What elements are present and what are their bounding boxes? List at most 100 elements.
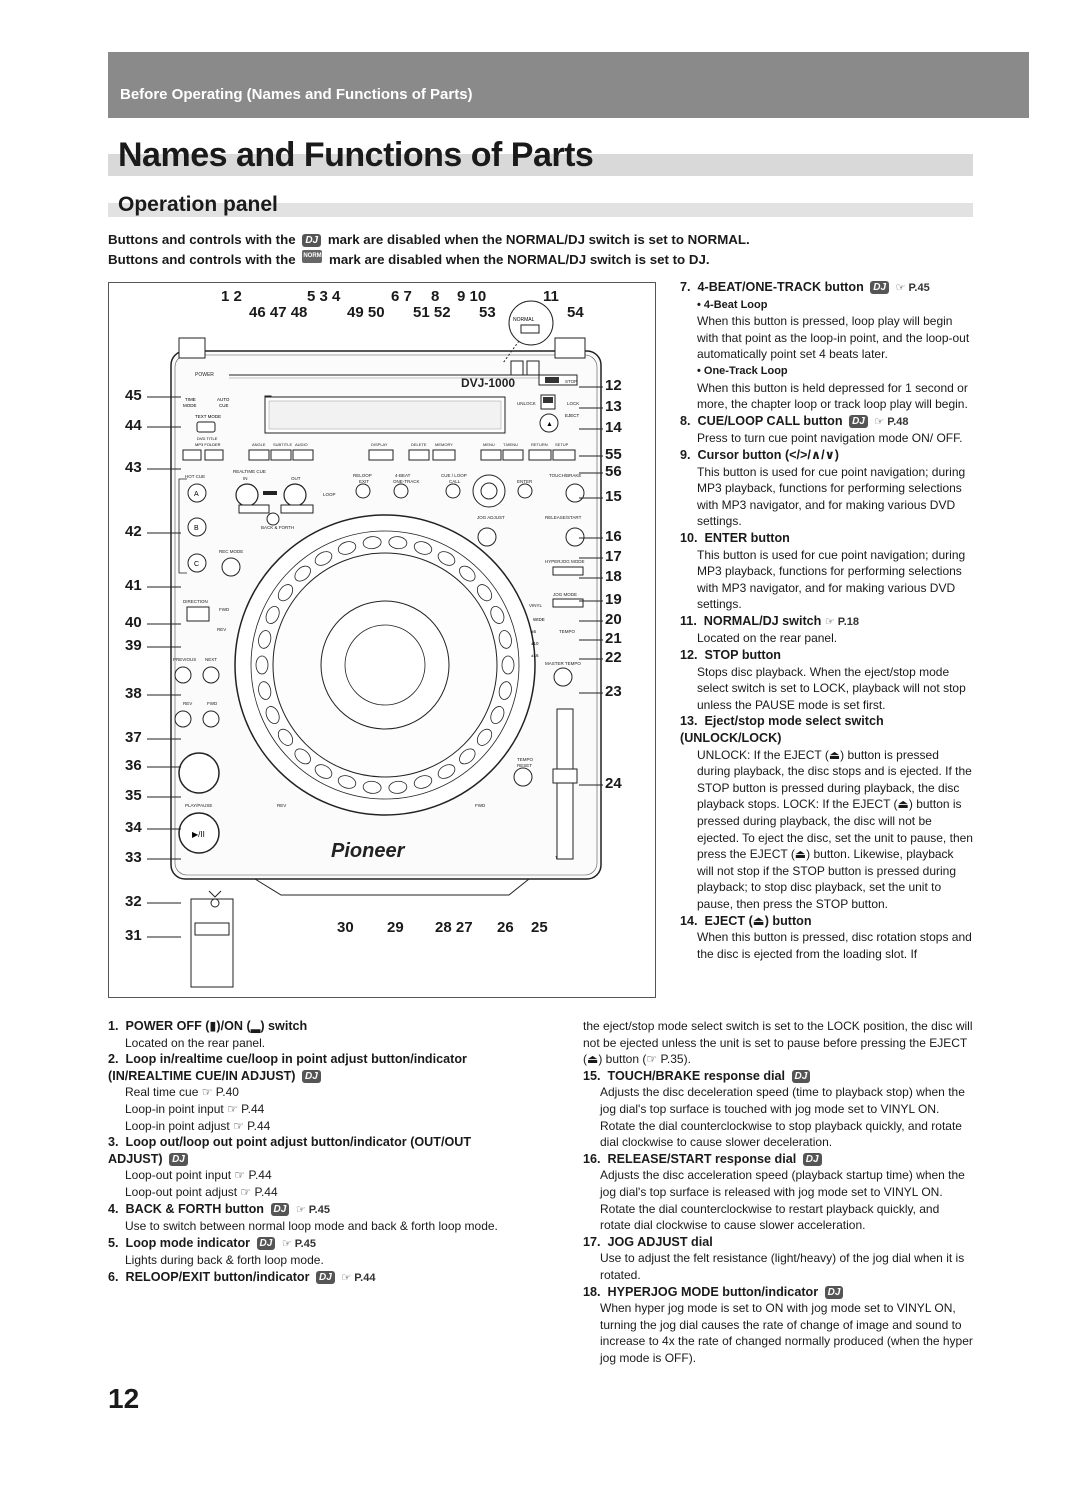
callout-bottom-1: 30 <box>337 919 354 936</box>
item-title: 14. EJECT (⏏) button <box>680 913 812 928</box>
callout-left: 45 <box>125 387 142 404</box>
item-text: Loop-in point input ☞ P.44 <box>125 1101 265 1116</box>
dj-mark-icon: DJ <box>256 1236 276 1250</box>
subtitle-underline-bar <box>108 203 973 217</box>
item-title: 2. Loop in/realtime cue/loop in point ad… <box>108 1052 467 1083</box>
svg-text:REALTIME CUE: REALTIME CUE <box>233 469 266 474</box>
description-item: 2. Loop in/realtime cue/loop in point ad… <box>108 1051 528 1134</box>
item-text: Located on the rear panel. <box>697 631 838 646</box>
svg-text:NORMAL: NORMAL <box>513 317 535 323</box>
svg-text:HOT CUE: HOT CUE <box>185 474 205 479</box>
jog-ring-dot <box>362 536 382 550</box>
item-title: 8. CUE/LOOP CALL button DJ ☞ P.48 <box>680 413 909 428</box>
svg-text:ANGLE: ANGLE <box>252 442 266 447</box>
continued-text: the eject/stop mode select switch is set… <box>583 1019 973 1067</box>
svg-text:ENTER: ENTER <box>517 479 533 484</box>
svg-text:EXIT: EXIT <box>359 479 369 484</box>
description-item: 7. 4-BEAT/ONE-TRACK button DJ ☞ P.45 • 4-… <box>680 279 973 413</box>
callout-bottom-2: 29 <box>387 919 404 936</box>
svg-text:MEMORY: MEMORY <box>435 442 453 447</box>
item-title: 5. Loop mode indicator DJ ☞ P.45 <box>108 1235 316 1250</box>
svg-text:SUBTITLE: SUBTITLE <box>273 442 292 447</box>
jog-ring-dot <box>337 541 357 555</box>
svg-text:TEMPO: TEMPO <box>559 629 576 634</box>
svg-text:RELOOP: RELOOP <box>353 473 372 478</box>
callout-right: 16 <box>605 528 622 545</box>
page-title-block: Names and Functions of Parts <box>108 136 973 178</box>
svg-text:SETUP: SETUP <box>555 442 569 447</box>
svg-text:T.MENU: T.MENU <box>503 442 518 447</box>
jog-ring-dot <box>413 541 433 555</box>
svg-text:RELEASE/START: RELEASE/START <box>545 515 582 520</box>
callout-right: 19 <box>605 591 622 608</box>
callout-right: 55 <box>605 446 622 463</box>
item-title: 7. 4-BEAT/ONE-TRACK button DJ ☞ P.45 <box>680 280 930 294</box>
item-text: UNLOCK: If the EJECT (⏏) button is press… <box>697 747 973 911</box>
intro-text: Buttons and controls with the <box>108 252 296 267</box>
callout-left: 42 <box>125 523 142 540</box>
jog-ring-dot <box>498 630 512 649</box>
page-title: Names and Functions of Parts <box>118 136 594 174</box>
intro-line-2: Buttons and controls with the NORMAL mar… <box>108 250 710 267</box>
svg-text:±10: ±10 <box>531 641 539 646</box>
item-title: 6. RELOOP/EXIT button/indicator DJ ☞ P.4… <box>108 1269 376 1284</box>
jog-ring-dot <box>476 728 493 746</box>
dj-mark-icon: DJ <box>302 234 322 247</box>
callout-right: 17 <box>605 548 622 565</box>
callout-top-4: 8 <box>431 288 440 305</box>
svg-text:OUT: OUT <box>291 476 301 481</box>
svg-text:±16: ±16 <box>531 653 539 658</box>
callout-top-1: 1 2 <box>221 288 242 305</box>
jog-ring-dot <box>490 605 505 624</box>
dj-mark-icon: DJ <box>791 1069 811 1083</box>
svg-text:RETURN: RETURN <box>531 442 548 447</box>
jog-ring-dot <box>314 551 333 566</box>
item-text: Loop-out point input ☞ P.44 <box>125 1168 272 1183</box>
svg-text:MENU: MENU <box>483 442 495 447</box>
intro-line-1: Buttons and controls with the DJ mark ar… <box>108 232 750 247</box>
item-text: Adjusts the disc deceleration speed (tim… <box>600 1085 965 1150</box>
svg-text:AUTO: AUTO <box>217 397 230 402</box>
svg-text:PLAY/PAUSE: PLAY/PAUSE <box>185 803 212 808</box>
item-text: When this button is pressed, disc rotati… <box>697 930 972 961</box>
callout-top2-4: 53 <box>479 304 496 321</box>
item-title: 12. STOP button <box>680 648 781 663</box>
jog-ring-dot <box>265 706 280 725</box>
svg-text:DIRECTION: DIRECTION <box>183 599 208 604</box>
svg-text:C: C <box>194 561 199 568</box>
item-text: This button is used for cue point naviga… <box>697 464 966 529</box>
intro-text: mark are disabled when the NORMAL/DJ swi… <box>327 232 750 247</box>
section-header-band: Before Operating (Names and Functions of… <box>108 52 1029 118</box>
callout-top-5: 9 10 <box>457 288 487 305</box>
svg-text:JOG ADJUST: JOG ADJUST <box>477 515 505 520</box>
jog-ring-dot <box>337 775 357 789</box>
svg-text:JOG MODE: JOG MODE <box>553 592 577 597</box>
svg-text:±6: ±6 <box>531 629 536 634</box>
bullet-head: • 4-Beat Loop <box>697 298 768 311</box>
jog-ring-dot <box>437 551 456 566</box>
page-number: 12 <box>108 1383 140 1414</box>
item-text: Use to adjust the felt resistance (light… <box>600 1251 965 1282</box>
svg-text:FWD: FWD <box>219 607 230 612</box>
item-title: 18. HYPERJOG MODE button/indicator DJ <box>583 1284 973 1301</box>
svg-text:EJECT: EJECT <box>565 413 580 418</box>
callout-right: 14 <box>605 419 622 436</box>
callout-top-3: 6 7 <box>391 288 412 305</box>
svg-text:VINYL: VINYL <box>529 603 543 608</box>
callout-left: 36 <box>125 757 142 774</box>
jog-ring-dot <box>258 681 272 700</box>
callout-top-6: 11 <box>543 288 559 305</box>
svg-text:▲: ▲ <box>546 421 553 428</box>
svg-text:AUDIO: AUDIO <box>295 442 308 447</box>
dj-mark-icon: DJ <box>870 281 890 294</box>
jog-ring-dot <box>294 565 311 582</box>
svg-text:HYPERJOG MODE: HYPERJOG MODE <box>545 559 585 564</box>
